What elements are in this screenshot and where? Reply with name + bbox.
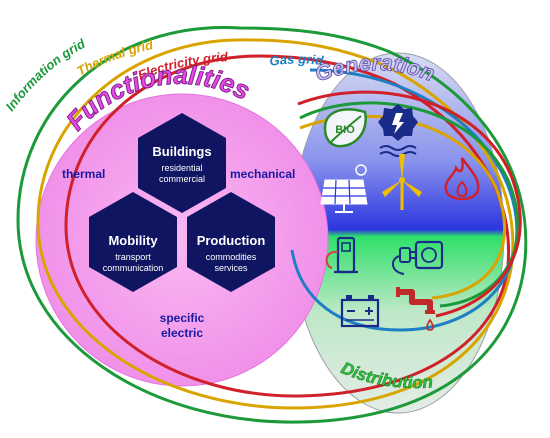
hydro-turbine-icon [378,104,418,157]
information-grid-loop [16,26,528,424]
wind-turbine-icon [382,154,422,210]
water-pipe-icon [396,287,435,331]
buildings-line1: residential [161,163,202,173]
svg-text:BIO: BIO [335,124,355,136]
thermal-label: thermal [62,167,105,181]
green-inner-loop [299,101,520,308]
buildings-title: Buildings [152,144,211,159]
production-title: Production [197,233,266,248]
hexagon-buildings: Buildings residential commercial [138,113,226,213]
production-line1: commodities [206,252,257,262]
mechanical-label: mechanical [230,167,295,181]
electric-label: electric [161,326,203,340]
hexagon-production: Production commodities services [187,192,275,292]
fuel-pump-icon [325,236,358,274]
buildings-line2: commercial [159,174,205,184]
hexagon-mobility: Mobility transport communication [89,192,177,292]
power-plug-icon [392,240,444,275]
solar-panel-icon [320,164,368,213]
red-inner-loop [297,90,522,318]
flame-icon [444,157,480,201]
production-line2: services [214,263,248,273]
bio-icon: BIO [323,108,367,148]
specific-label: specific [160,311,205,325]
gas-grid-label: Gas grid [268,51,325,69]
mobility-line1: transport [115,252,151,262]
mobility-title: Mobility [108,233,158,248]
mobility-line2: communication [103,263,164,273]
thermal-grid-loop [36,38,515,410]
battery-icon [340,295,380,328]
functionalities-circle [35,93,329,387]
gas-grid-loop [290,68,519,332]
